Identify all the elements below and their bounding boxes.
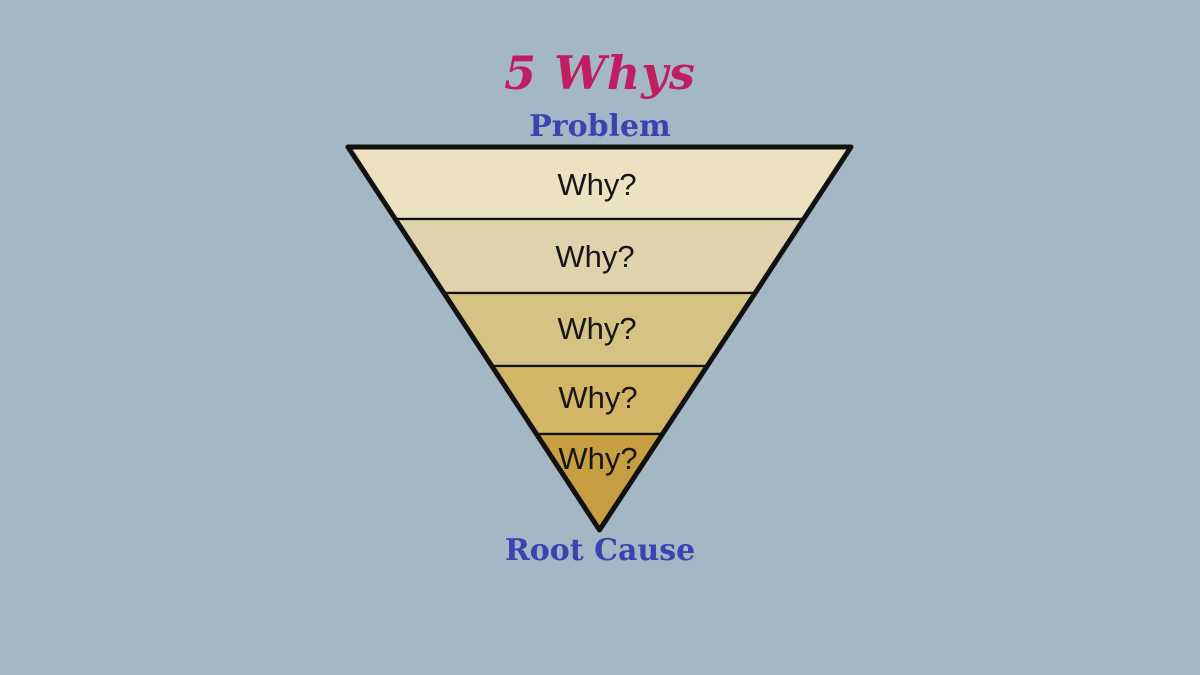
why-label-5: Why? — [558, 441, 637, 476]
problem-label: Problem — [529, 109, 671, 144]
root-cause-label: Root Cause — [504, 533, 696, 568]
why-label-1: Why? — [557, 167, 636, 202]
why-label-4: Why? — [558, 380, 637, 415]
diagram-title: 5 Whys — [504, 46, 696, 100]
why-label-2: Why? — [555, 239, 634, 274]
why-label-3: Why? — [557, 311, 636, 346]
pyramid-outline — [345, 144, 854, 533]
